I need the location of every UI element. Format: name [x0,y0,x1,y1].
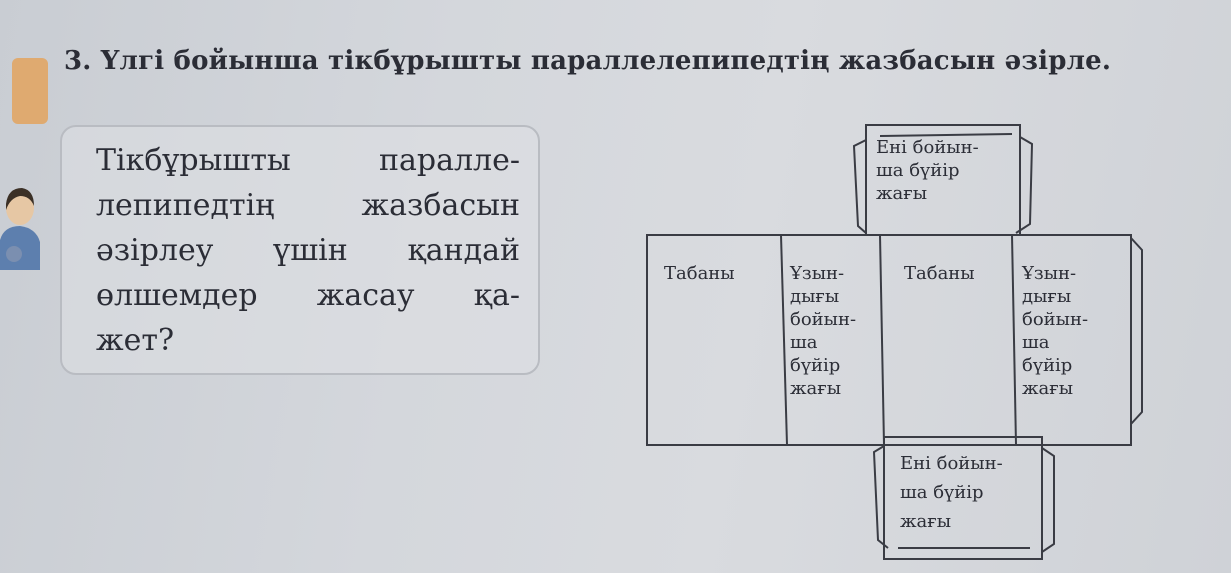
net-label-line: бойын- [1022,309,1089,330]
net-length-right-label: Ұзын- дығы бойын- ша бүйір жағы [1022,262,1122,400]
net-label-line: бүйір [1022,355,1073,376]
question-line: жет? [96,323,175,358]
net-base-center-label: Табаны [904,263,975,284]
net-label-line: бойын- [790,309,857,330]
net-top-flap-left [852,139,867,234]
net-top-face-inner [879,133,1013,137]
net-label-line: ша [1022,332,1050,353]
question-line: әзірлеу үшін қандай [96,233,520,268]
net-label-line: жағы [900,511,952,532]
net-divider [1011,234,1017,446]
question-line: лепипедтің жазбасын [96,188,520,223]
net-label-line: ша бүйір [876,160,960,181]
question-callout [60,125,540,375]
net-label-line: жағы [1022,378,1074,399]
net-base-left-label: Табаны [664,263,735,284]
net-label-line: дығы [1022,286,1072,307]
question-line: Тікбұрышты паралле- [96,143,520,178]
net-label-line: жағы [876,183,928,204]
net-label-line: жағы [790,378,842,399]
net-bottom-flap-left [872,445,889,549]
net-top-face-label: Ені бойын- ша бүйір жағы [876,136,1006,205]
net-top-face [865,124,1021,236]
net-top-flap-right [1015,136,1034,234]
question-line: өлшемдер жасау қа- [96,278,520,313]
net-label-line: ша бүйір [900,482,984,503]
net-label-line: ша [790,332,818,353]
question-text: Тікбұрышты паралле- лепипедтің жазбасын … [96,138,520,363]
net-bottom-face-label: Ені бойын- ша бүйір жағы [900,452,1034,533]
net-divider [879,234,885,446]
net-label-line: Ұзын- [790,263,845,284]
net-right-flap [1130,237,1143,425]
net-label-line: дығы [790,286,840,307]
net-divider [780,234,788,446]
net-bottom-flap-right [1041,447,1055,553]
task-title: 3. Үлгі бойынша тікбұрышты параллелепипе… [64,46,1112,76]
net-label-line: Ұзын- [1022,263,1077,284]
net-length-left-label: Ұзын- дығы бойын- ша бүйір жағы [790,262,880,400]
margin-tab-marker [12,58,48,124]
net-label-line: бүйір [790,355,841,376]
student-avatar-icon [0,188,40,270]
net-bottom-face [883,436,1043,560]
net-label-line: Ені бойын- [876,137,979,158]
net-label-line: Ені бойын- [900,453,1003,474]
